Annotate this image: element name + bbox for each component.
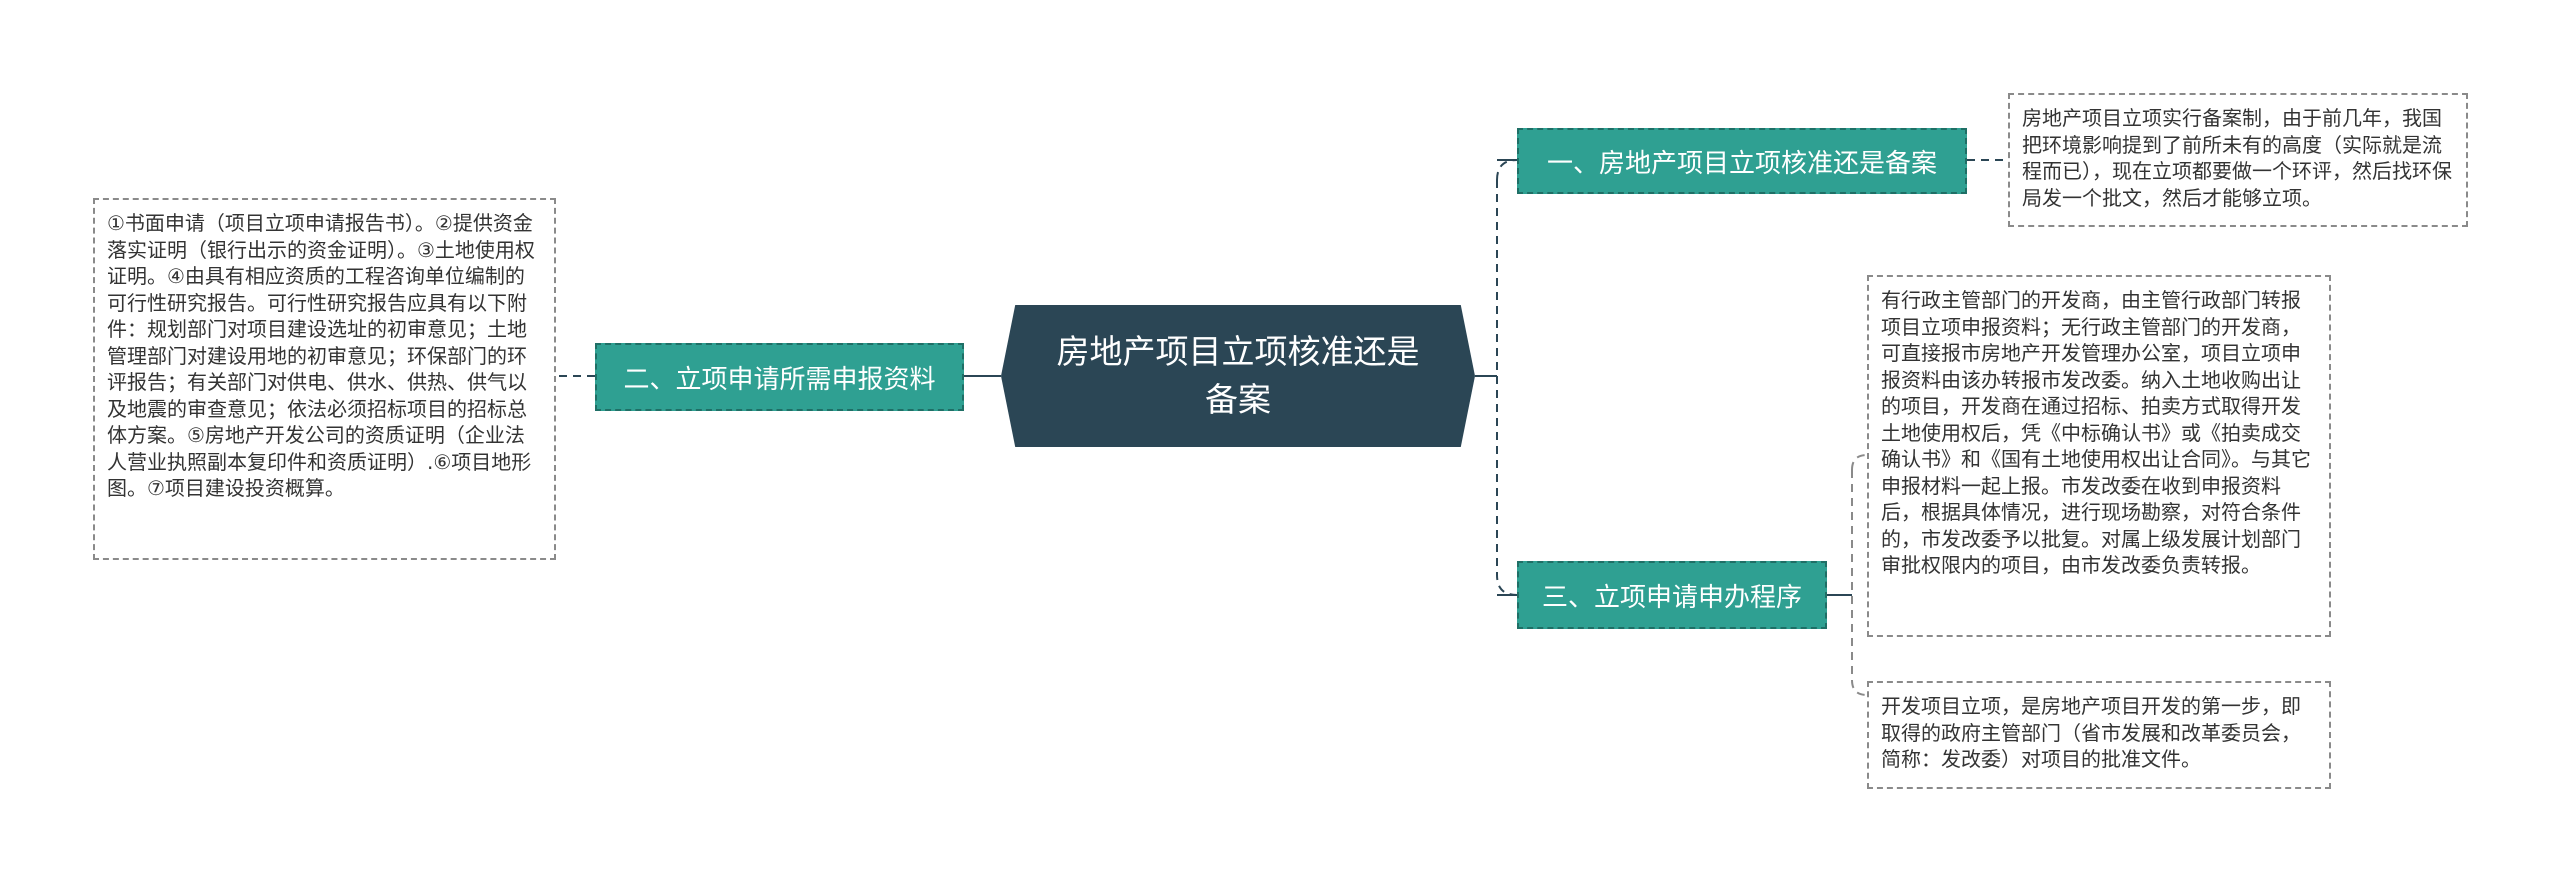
root-topic-label: 房地产项目立项核准还是备案	[1056, 332, 1420, 419]
detail-note-3: 有行政主管部门的开发商，由主管行政部门转报项目立项申报资料；无行政主管部门的开发…	[1867, 275, 2331, 637]
detail-note-4: 开发项目立项，是房地产项目开发的第一步，即取得的政府主管部门（省市发展和改革委员…	[1867, 681, 2331, 789]
detail-note-1-text: 房地产项目立项实行备案制，由于前几年，我国把环境影响提到了前所未有的高度（实际就…	[2022, 106, 2452, 210]
branch-topic-2-label: 二、立项申请所需申报资料	[623, 364, 936, 395]
detail-note-4-text: 开发项目立项，是房地产项目开发的第一步，即取得的政府主管部门（省市发展和改革委员…	[1881, 694, 2301, 771]
detail-note-2-text: ①书面申请（项目立项申请报告书）。②提供资金落实证明（银行出示的资金证明）。③土…	[107, 211, 535, 500]
branch-topic-1-label: 一、房地产项目立项核准还是备案	[1546, 148, 1937, 179]
detail-note-3-text: 有行政主管部门的开发商，由主管行政部门转报项目立项申报资料；无行政主管部门的开发…	[1881, 288, 2311, 577]
root-topic[interactable]: 房地产项目立项核准还是备案	[1001, 305, 1475, 447]
detail-note-1: 房地产项目立项实行备案制，由于前几年，我国把环境影响提到了前所未有的高度（实际就…	[2008, 93, 2468, 227]
branch-topic-3-label: 三、立项申请申办程序	[1541, 582, 1802, 613]
branch-topic-3[interactable]: 三、立项申请申办程序	[1517, 561, 1827, 629]
connector-trunk	[1496, 159, 1518, 596]
branch-topic-1[interactable]: 一、房地产项目立项核准还是备案	[1517, 128, 1967, 194]
connector-branch-3-fork	[1851, 454, 1868, 696]
detail-note-2: ①书面申请（项目立项申请报告书）。②提供资金落实证明（银行出示的资金证明）。③土…	[93, 198, 556, 560]
branch-topic-2[interactable]: 二、立项申请所需申报资料	[595, 343, 964, 411]
